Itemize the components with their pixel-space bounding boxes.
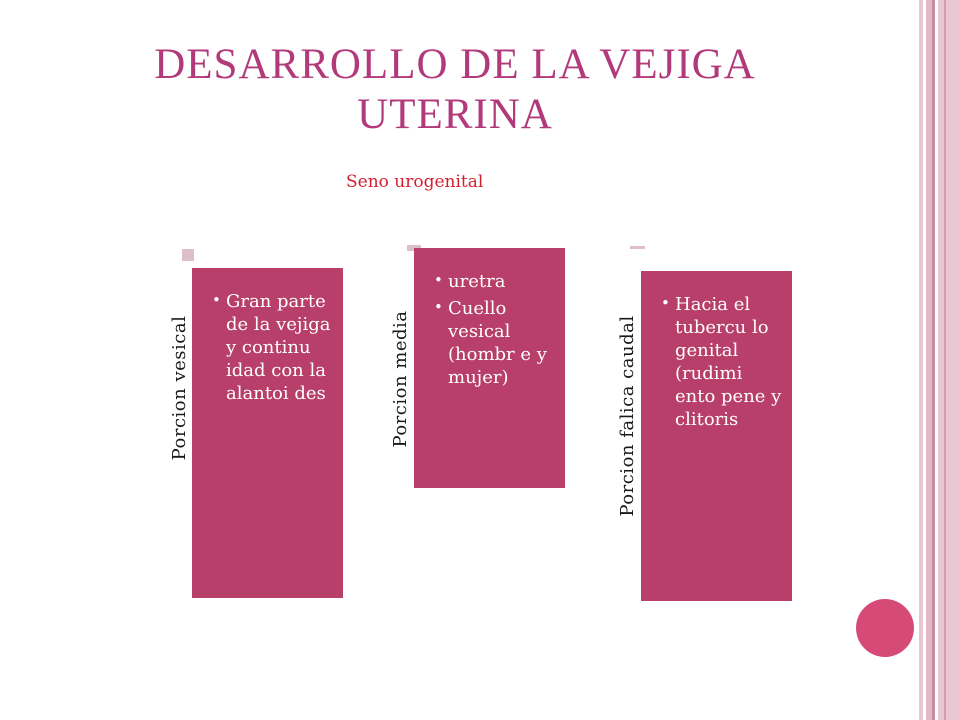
group-content-box: • Hacia el tubercu lo genital (rudimi en…	[641, 271, 792, 601]
bullet-list: • uretra • Cuello vesical (hombr e y muj…	[434, 270, 555, 389]
decor-stripe-2	[923, 0, 926, 720]
title-line-1: DESARROLLO DE LA VEJIGA	[154, 41, 756, 88]
bullet-icon: •	[434, 298, 443, 316]
decor-stripe-4	[932, 0, 935, 720]
bullet-text: Cuello vesical (hombr e y mujer)	[448, 298, 547, 388]
bullet-icon: •	[661, 294, 670, 312]
bullet-text: Gran parte de la vejiga y continu idad c…	[226, 291, 331, 404]
group-label: Porcion falica caudal	[617, 315, 638, 517]
group-label: Porcion media	[390, 310, 411, 448]
bullet-item: • Hacia el tubercu lo genital (rudimi en…	[661, 293, 782, 431]
decor-stripe-1	[919, 0, 923, 720]
decor-stripe-6	[938, 0, 960, 720]
group-content-box: • Gran parte de la vejiga y continu idad…	[192, 268, 343, 598]
decor-stripe-5	[935, 0, 938, 720]
title-line-2: UTERINA	[357, 91, 553, 138]
bullet-text: uretra	[448, 271, 506, 292]
decor-stripe-3	[926, 0, 932, 720]
bullet-icon: •	[434, 271, 443, 289]
bullet-item: • Cuello vesical (hombr e y mujer)	[434, 297, 555, 389]
group-content-box: • uretra • Cuello vesical (hombr e y muj…	[414, 248, 565, 488]
bullet-item: • Gran parte de la vejiga y continu idad…	[212, 290, 333, 405]
bullet-icon: •	[212, 291, 221, 309]
slide-title: DESARROLLO DE LA VEJIGA UTERINA	[110, 40, 800, 140]
corner-square	[630, 246, 645, 249]
corner-square	[182, 249, 194, 261]
decor-circle	[856, 599, 914, 657]
decor-stripe-7	[944, 0, 946, 720]
bullet-item: • uretra	[434, 270, 555, 293]
bullet-list: • Hacia el tubercu lo genital (rudimi en…	[661, 293, 782, 431]
subtitle: Seno urogenital	[346, 172, 484, 192]
bullet-text: Hacia el tubercu lo genital (rudimi ento…	[675, 294, 782, 430]
bullet-list: • Gran parte de la vejiga y continu idad…	[212, 290, 333, 405]
group-label: Porcion vesical	[169, 315, 190, 461]
